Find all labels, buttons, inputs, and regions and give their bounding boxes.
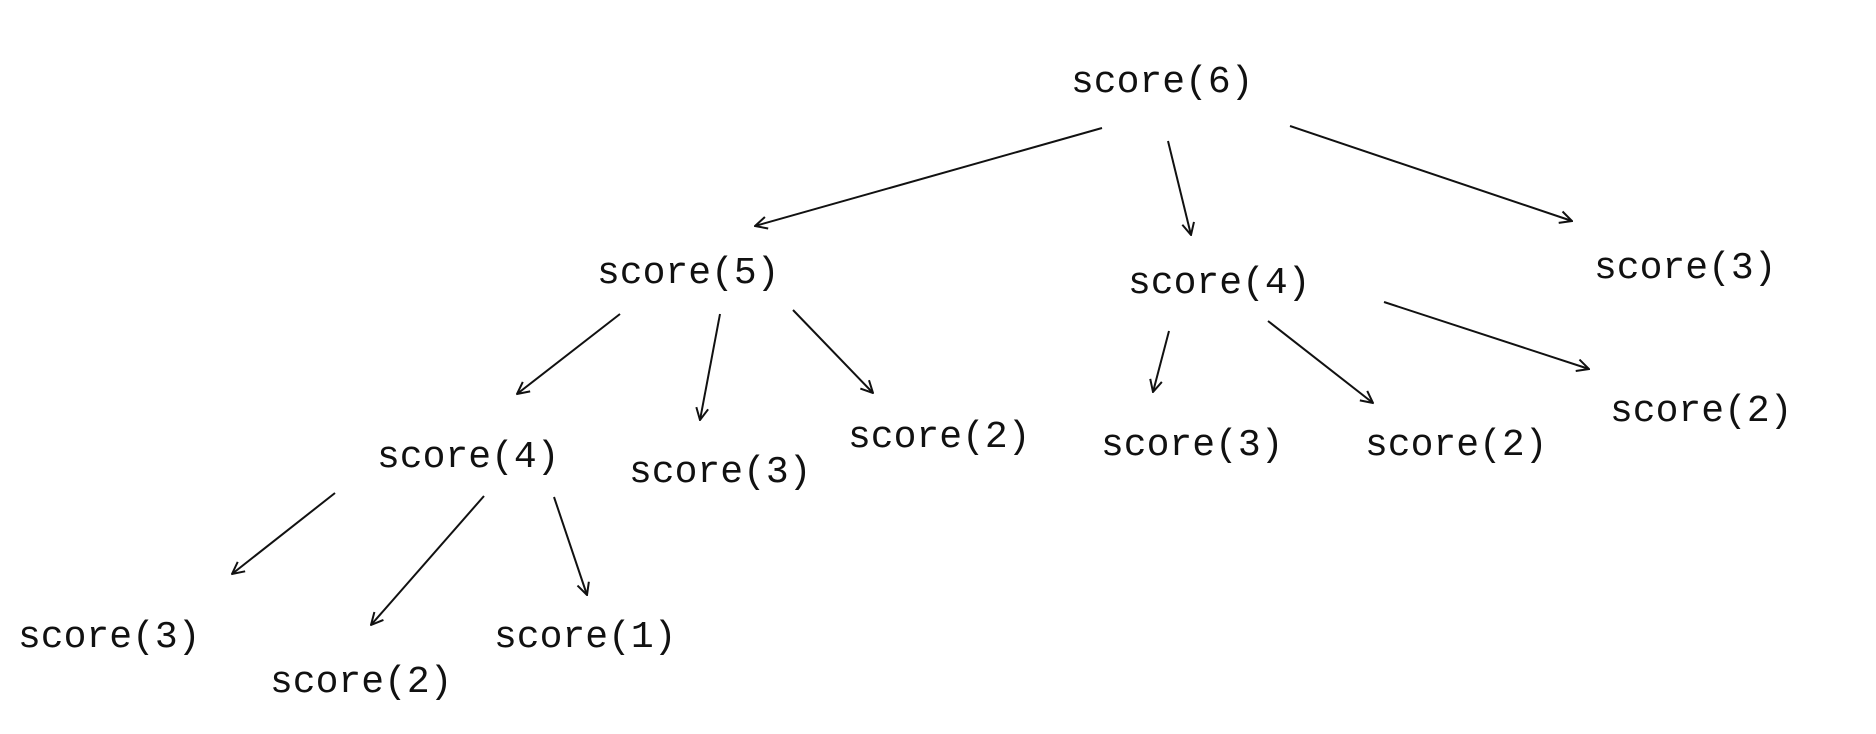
node-score3-d: score(3) bbox=[18, 616, 200, 659]
edge-score6-to-score5 bbox=[755, 127, 1103, 226]
edge-score6-to-score4 bbox=[1167, 140, 1191, 235]
node-score6-root: score(6) bbox=[1071, 61, 1253, 104]
node-score1: score(1) bbox=[494, 616, 676, 659]
node-score3-b: score(3) bbox=[629, 451, 811, 494]
edge-score4-to-score2c bbox=[371, 495, 485, 625]
node-score3: score(3) bbox=[1594, 247, 1776, 290]
edge-score4-to-score3b bbox=[232, 492, 336, 574]
edge-score5-to-score2 bbox=[792, 309, 873, 393]
edge-score4-to-score3 bbox=[1153, 330, 1170, 392]
edges bbox=[232, 125, 1589, 625]
node-score2: score(2) bbox=[848, 416, 1030, 459]
edge-score5-to-score3 bbox=[700, 313, 721, 420]
edge-score6-to-score3 bbox=[1289, 125, 1572, 221]
node-score2-d: score(2) bbox=[270, 661, 452, 704]
edge-score4-to-score1 bbox=[553, 496, 587, 595]
node-score2-b: score(2) bbox=[1365, 424, 1547, 467]
edge-score4-to-score2 bbox=[1267, 320, 1373, 403]
edge-score5-to-score4 bbox=[517, 313, 621, 394]
node-score5: score(5) bbox=[597, 252, 779, 295]
node-score4: score(4) bbox=[1128, 262, 1310, 305]
node-score2-c: score(2) bbox=[1610, 390, 1792, 433]
edge-score4-to-score2b bbox=[1383, 301, 1589, 369]
nodes: score(6) score(5) score(4) score(3) scor… bbox=[18, 61, 1792, 704]
node-score3-c: score(3) bbox=[1101, 424, 1283, 467]
node-score4-b: score(4) bbox=[377, 436, 559, 479]
